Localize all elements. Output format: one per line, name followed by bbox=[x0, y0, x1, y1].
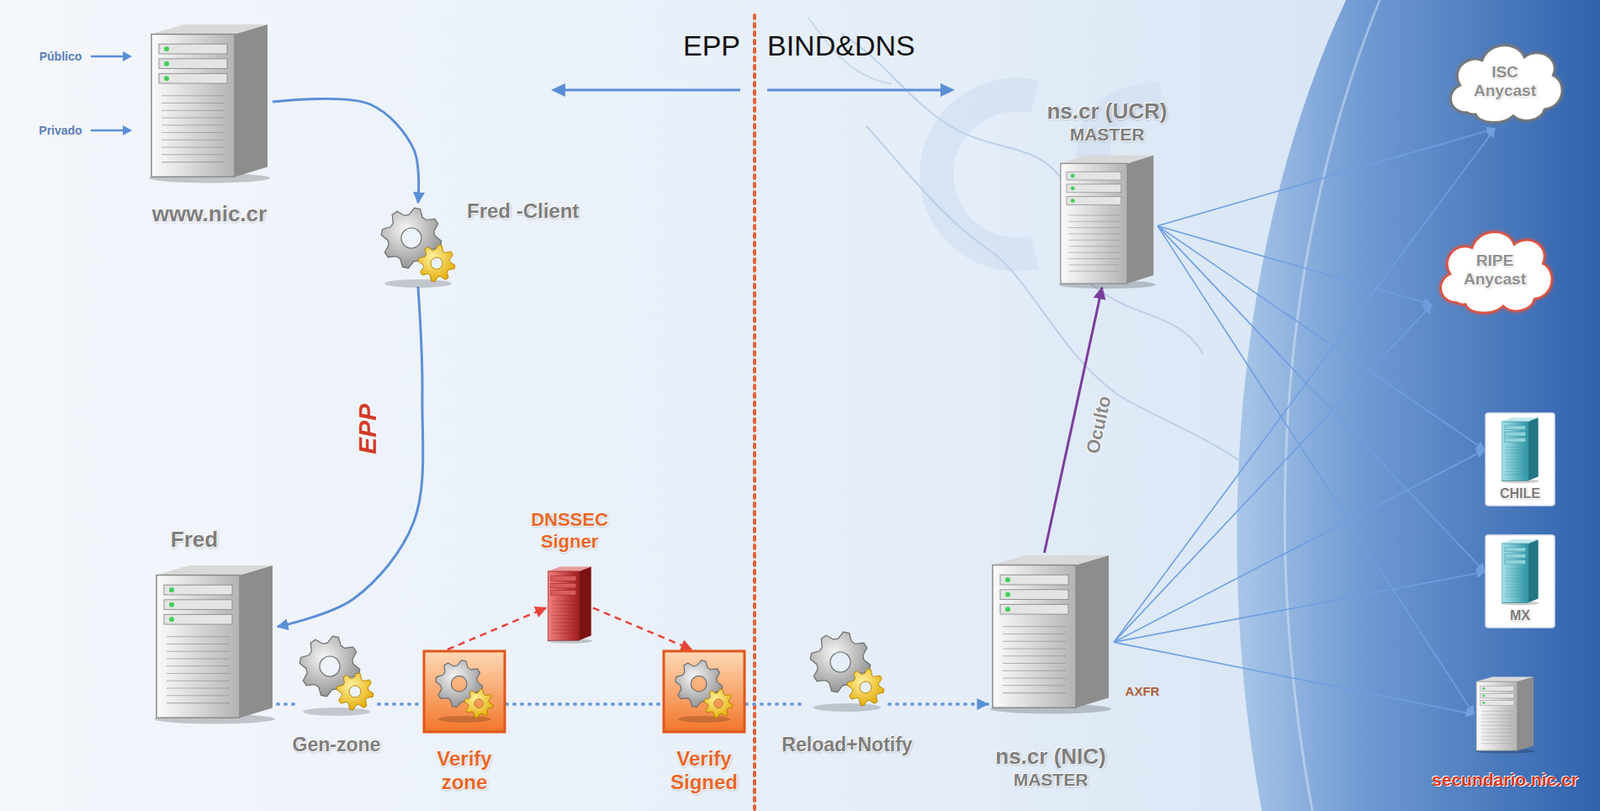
verify-step: Verify Signed bbox=[662, 649, 747, 734]
label-group: RIPE Anycast bbox=[1431, 220, 1558, 320]
connector bbox=[378, 702, 423, 706]
anycast-cloud: ISC Anycast bbox=[1441, 34, 1569, 129]
connector bbox=[277, 702, 295, 706]
node-label: secundario.nic.cr bbox=[1431, 769, 1579, 790]
node-label: Verify zone bbox=[436, 747, 492, 794]
vbox-icon bbox=[662, 649, 747, 734]
connector bbox=[1157, 225, 1485, 572]
node-label: ns.cr (UCR) bbox=[1046, 99, 1167, 125]
master-server: ns.cr (NIC)MASTER bbox=[987, 552, 1114, 713]
connector bbox=[272, 98, 419, 203]
node-label: Verify Signed bbox=[670, 747, 738, 794]
secondary-server: MX bbox=[1484, 534, 1556, 629]
web-server: www.nic.cr bbox=[146, 21, 273, 182]
connector bbox=[1157, 225, 1432, 305]
connector bbox=[889, 702, 988, 706]
server-icon bbox=[146, 21, 273, 182]
label-group: www.nic.cr bbox=[152, 201, 267, 228]
protocol-label: EPP bbox=[353, 403, 383, 455]
connector bbox=[447, 608, 546, 650]
connector bbox=[593, 608, 692, 650]
connector bbox=[1157, 225, 1474, 715]
server-icon bbox=[987, 552, 1114, 713]
connector bbox=[1157, 225, 1485, 450]
server-icon bbox=[1056, 153, 1158, 288]
section-heading: BIND&DNS bbox=[767, 29, 916, 63]
process-gear: Reload+Notify bbox=[805, 626, 890, 711]
secondary-server: secundario.nic.cr bbox=[1473, 675, 1537, 753]
node-label: ISC Anycast bbox=[1466, 63, 1544, 101]
gear-icon bbox=[294, 630, 379, 716]
node-label: www.nic.cr bbox=[152, 201, 267, 228]
section-heading: EPP bbox=[683, 29, 741, 63]
node-label: Fred -Client bbox=[466, 199, 579, 223]
connector bbox=[506, 702, 663, 706]
label-group: Reload+Notify bbox=[781, 733, 912, 756]
node-label: MASTER bbox=[1070, 124, 1145, 145]
connector bbox=[1113, 128, 1495, 642]
gear-icon bbox=[805, 626, 890, 711]
node-label: DNSSEC Signer bbox=[530, 508, 609, 552]
master-server: ns.cr (UCR)MASTER bbox=[1056, 153, 1158, 288]
label-group: Fred bbox=[170, 527, 218, 553]
connector bbox=[277, 286, 424, 627]
label-group: Gen-zone bbox=[292, 733, 382, 756]
registry-server: Fred bbox=[151, 562, 278, 723]
secondary-server: CHILE bbox=[1484, 412, 1556, 507]
server-icon bbox=[151, 562, 278, 723]
access-label: Privado bbox=[38, 123, 82, 138]
label-group: Verify Signed bbox=[670, 747, 738, 794]
node-label: RIPE Anycast bbox=[1456, 251, 1534, 289]
node-label: CHILE bbox=[1499, 486, 1541, 502]
label-group: Verify zone bbox=[436, 747, 492, 794]
signer-server: DNSSEC Signer bbox=[545, 565, 594, 643]
label-group: ns.cr (UCR)MASTER bbox=[1046, 99, 1167, 145]
label-group: MX bbox=[1484, 608, 1556, 624]
access-label: Público bbox=[39, 49, 83, 64]
verify-step: Verify zone bbox=[422, 649, 507, 734]
node-label: ns.cr (NIC) bbox=[995, 744, 1106, 770]
label-group: DNSSEC Signer bbox=[530, 508, 609, 552]
label-group: ns.cr (NIC)MASTER bbox=[995, 744, 1106, 790]
connector bbox=[746, 702, 806, 706]
anycast-cloud: RIPE Anycast bbox=[1431, 220, 1558, 320]
connector bbox=[1157, 128, 1495, 226]
node-label: MASTER bbox=[1013, 769, 1089, 790]
node-label: Gen-zone bbox=[292, 733, 382, 756]
connector bbox=[1113, 450, 1485, 643]
label-group: ISC Anycast bbox=[1441, 34, 1569, 129]
node-label: MX bbox=[1509, 608, 1531, 624]
process-gear: Fred -Client bbox=[376, 202, 461, 287]
node-label: Reload+Notify bbox=[781, 733, 912, 756]
server-icon bbox=[1473, 675, 1537, 753]
vbox-icon bbox=[422, 649, 507, 734]
node-label: Fred bbox=[170, 527, 218, 553]
label-group: CHILE bbox=[1484, 486, 1556, 502]
label-group: secundario.nic.cr bbox=[1431, 769, 1579, 790]
connector bbox=[1113, 572, 1485, 643]
connector bbox=[1113, 641, 1474, 715]
transfer-label: AXFR bbox=[1125, 683, 1161, 699]
process-gear: Gen-zone bbox=[294, 630, 379, 716]
gear-icon bbox=[376, 202, 461, 287]
label-group: Fred -Client bbox=[466, 199, 579, 223]
redserver-icon bbox=[545, 565, 594, 643]
